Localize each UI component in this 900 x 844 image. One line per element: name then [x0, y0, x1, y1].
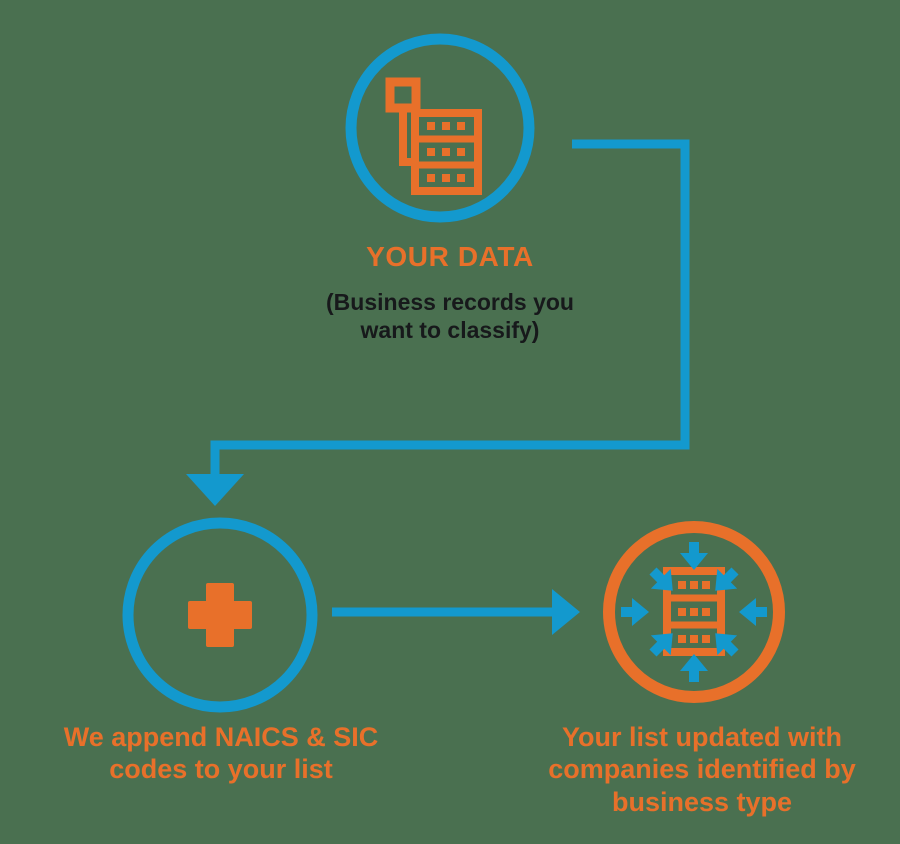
inbound-arrow-bottom	[680, 654, 708, 682]
server-light	[427, 122, 435, 130]
connector-elbow-path	[210, 139, 690, 480]
node-your-data[interactable]	[345, 33, 535, 223]
probe-head-square	[385, 77, 421, 113]
inbound-arrow-right	[739, 598, 767, 626]
updated-list-circle	[603, 521, 785, 703]
server-light	[678, 608, 686, 616]
server-light	[427, 174, 435, 182]
server-light	[678, 581, 686, 589]
server-rack-outline	[411, 109, 482, 195]
inbound-arrow-top-left	[649, 567, 673, 591]
node-append-codes[interactable]	[122, 517, 318, 713]
server-inbound-arrows-icon	[621, 542, 767, 682]
server-light	[457, 122, 465, 130]
inbound-arrow-top	[680, 542, 708, 570]
connector-arrowhead-right	[552, 589, 580, 635]
inbound-arrow-bottom-right	[715, 633, 739, 657]
your-data-circle	[345, 33, 535, 223]
server-light	[442, 148, 450, 156]
server-light	[427, 148, 435, 156]
server-light	[702, 635, 710, 643]
inbound-arrow-bottom-left	[649, 633, 673, 657]
server-light	[702, 608, 710, 616]
probe-foot	[399, 158, 415, 166]
plus-horizontal-bar	[188, 601, 252, 629]
server-light	[442, 122, 450, 130]
connector-arrowhead-down	[186, 474, 244, 506]
server-light	[457, 174, 465, 182]
data-server-probe-icon	[385, 77, 482, 195]
server-light	[678, 635, 686, 643]
inbound-arrow-left	[621, 598, 649, 626]
server-light	[690, 608, 698, 616]
server-rack-outline	[663, 567, 725, 656]
server-light	[690, 635, 698, 643]
append-codes-circle	[122, 517, 318, 713]
connector-append-to-updated	[332, 589, 580, 635]
server-light	[690, 581, 698, 589]
server-light	[442, 174, 450, 182]
plus-icon	[188, 583, 252, 647]
server-light	[702, 581, 710, 589]
inbound-arrow-top-right	[715, 567, 739, 591]
probe-stem	[399, 108, 407, 165]
server-light	[457, 148, 465, 156]
node-updated-list[interactable]	[603, 521, 785, 703]
connector-your-data-to-append	[186, 139, 690, 506]
